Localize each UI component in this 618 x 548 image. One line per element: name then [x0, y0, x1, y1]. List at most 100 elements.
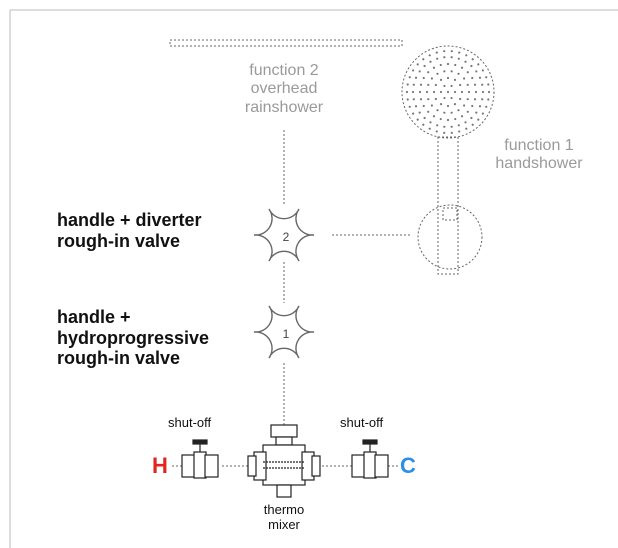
nozzle-dot [457, 72, 460, 75]
nozzle-dot [443, 125, 446, 128]
nozzle-dot [439, 117, 442, 121]
nozzle-dot [450, 50, 453, 53]
function1-line1: function 1 [504, 137, 574, 154]
nozzle-dot [462, 77, 466, 80]
nozzle-dot [457, 109, 460, 112]
nozzle-dot [475, 111, 478, 114]
nozzle-dot [436, 57, 439, 60]
nozzle-dot [422, 58, 425, 61]
nozzle-dot [464, 121, 467, 124]
nozzle-dot [432, 90, 436, 94]
nozzle-dot [428, 127, 431, 130]
nozzle-dot [466, 98, 469, 101]
hydro-line1: handle + [57, 307, 131, 327]
function2-line2: overhead [250, 80, 318, 98]
shutoff-valve-right [351, 439, 389, 479]
nozzle-dot [457, 57, 460, 60]
nozzle-dot [427, 110, 430, 113]
nozzle-dot [485, 105, 488, 108]
function2-line3: rainshower [244, 98, 324, 116]
nozzle-dot [412, 98, 415, 101]
nozzle-dot [412, 83, 415, 86]
function1-label: function 1 handshower [480, 137, 598, 174]
nozzle-dot [416, 63, 419, 66]
nozzle-dot [439, 78, 443, 81]
shutoff-valve-left [181, 439, 219, 479]
hot-water-label: H [152, 453, 168, 478]
nozzle-dot [416, 118, 419, 121]
nozzle-dot [481, 98, 484, 101]
nozzle-dot [453, 103, 457, 106]
nozzle-dot [429, 121, 432, 124]
nozzle-dot [446, 90, 450, 94]
nozzle-dot [460, 115, 464, 118]
nozzle-dot [450, 131, 453, 134]
function2-label: function 2 overhead rainshower [228, 62, 340, 117]
thermo-line1: thermo [263, 502, 305, 517]
nozzle-dot [435, 51, 438, 54]
nozzle-dot [473, 98, 477, 101]
nozzle-dot [471, 76, 474, 80]
nozzle-dot [439, 90, 443, 94]
nozzle-dot [471, 104, 474, 108]
nozzle-dot [411, 90, 415, 94]
nozzle-dot [457, 124, 460, 127]
nozzle-dot [412, 112, 415, 115]
nozzle-dot [465, 127, 468, 130]
nozzle-dot [423, 116, 426, 120]
nozzle-dot [439, 63, 442, 67]
nozzle-dot [418, 111, 421, 114]
nozzle-dot [427, 83, 430, 86]
mixer-neck [275, 436, 293, 446]
nozzle-dot [435, 130, 438, 133]
function2-line1: function 2 [249, 62, 319, 79]
nozzle-dot [450, 111, 453, 114]
nozzle-dot [443, 111, 446, 114]
nozzle-dot [430, 104, 434, 107]
nozzle-dot [450, 84, 453, 88]
thermo-mixer [247, 424, 321, 498]
nozzle-dot [487, 90, 491, 94]
nozzle-dot [470, 116, 473, 120]
diverter-line1: handle + diverter [57, 210, 202, 230]
nozzle-dot [432, 66, 436, 69]
nozzle-dot [408, 105, 411, 108]
mixer-left-fit [247, 455, 257, 477]
nozzle-dot [422, 76, 425, 80]
nozzle-dot [429, 60, 432, 63]
handshower [401, 45, 495, 275]
nozzle-dot [466, 71, 469, 74]
hydro-line2: hydroprogressive [57, 327, 210, 348]
nozzle-dot [414, 105, 418, 108]
handshower-handle [437, 136, 459, 275]
nozzle-dot [481, 112, 484, 115]
rainshower-head [169, 39, 403, 47]
mixer-top-cap [270, 424, 298, 438]
diverter-valve-label: handle + diverter rough-in valve [57, 210, 202, 251]
nozzle-dot [436, 72, 439, 75]
nozzle-dot [454, 117, 457, 121]
nozzle-dot [430, 77, 434, 80]
nozzle-dot [458, 51, 461, 54]
nozzle-dot [471, 123, 474, 126]
nozzle-dot [478, 76, 482, 79]
mixer-right-fit [311, 455, 321, 477]
nozzle-dot [460, 90, 464, 94]
nozzle-dot [422, 123, 425, 126]
nozzle-dot [475, 70, 478, 73]
nozzle-dot [443, 70, 446, 73]
nozzle-dot [412, 69, 415, 72]
nozzle-dot [470, 64, 473, 68]
nozzle-dot [425, 90, 429, 94]
valve2-number: 2 [283, 230, 290, 244]
nozzle-dot [414, 76, 418, 79]
nozzle-dot [446, 62, 450, 66]
nozzle-dot [477, 63, 480, 66]
nozzle-dot [423, 64, 426, 68]
nozzle-dot [443, 56, 446, 59]
nozzle-dot [436, 109, 439, 112]
nozzle-dot [466, 83, 469, 86]
nozzle-dot [443, 50, 446, 53]
